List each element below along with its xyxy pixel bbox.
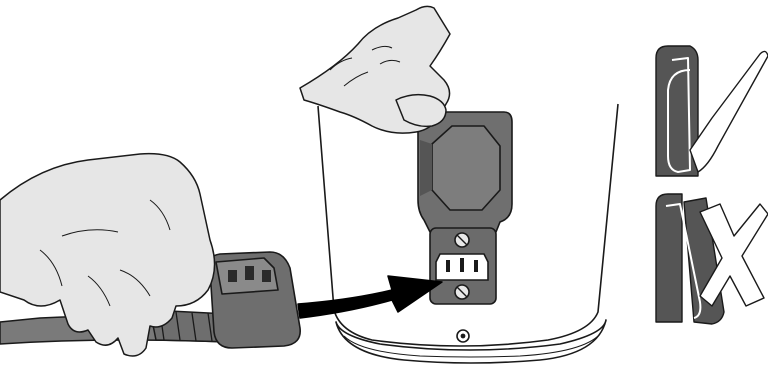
- inlet-cover: [418, 112, 512, 232]
- inlet-cover-inner-seal: [432, 126, 500, 210]
- check-icon: [690, 51, 768, 172]
- incorrect-clip-body: [656, 194, 682, 322]
- inlet-cover-shadow: [420, 140, 432, 196]
- correct-clip-example: [656, 46, 768, 176]
- power-plug: [209, 252, 300, 348]
- incorrect-clip-example: [656, 194, 768, 324]
- base-screw-center: [461, 334, 466, 339]
- power-inlet: [430, 228, 496, 304]
